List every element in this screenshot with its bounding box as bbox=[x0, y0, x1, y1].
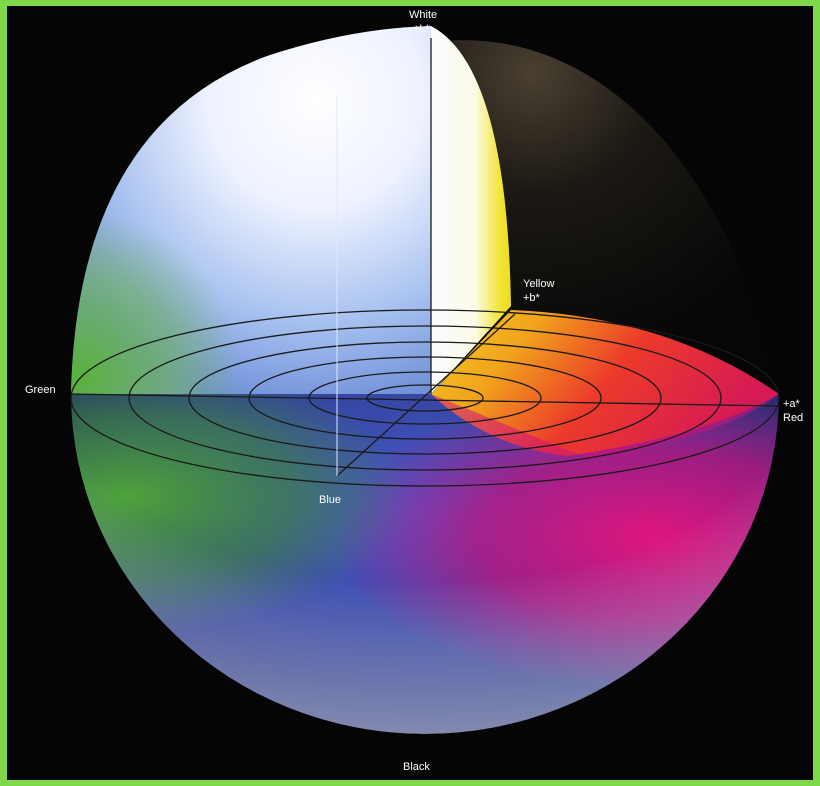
white-label: White bbox=[409, 9, 438, 21]
a-axis-label: +a* bbox=[783, 398, 800, 410]
yellow-label: Yellow bbox=[523, 278, 555, 290]
green-label: Green bbox=[25, 384, 56, 396]
axes bbox=[70, 38, 780, 477]
l-axis-label: +L* bbox=[413, 23, 430, 35]
b-axis bbox=[336, 313, 516, 477]
blue-label: Blue bbox=[319, 494, 342, 506]
b-axis-label: +b* bbox=[523, 292, 540, 304]
back-quadrant bbox=[431, 40, 771, 368]
color-space-canvas: White +L* Yellow +b* Green +a* Red Blue … bbox=[7, 6, 813, 780]
a-axis bbox=[70, 393, 780, 407]
red-label: Red bbox=[783, 412, 804, 424]
black-label: Black bbox=[403, 761, 430, 773]
vertical-cut-face bbox=[431, 26, 511, 394]
cielab-sphere-diagram bbox=[70, 26, 780, 734]
